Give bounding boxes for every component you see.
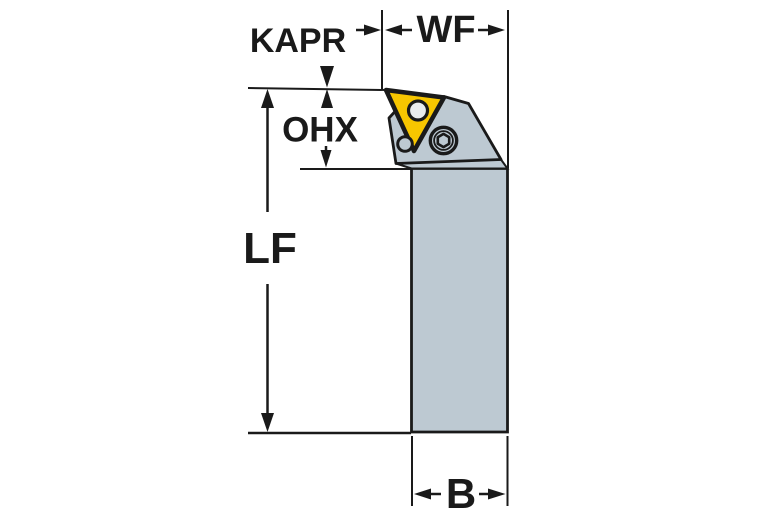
insert-hole xyxy=(406,99,430,122)
kapr-angle-marker xyxy=(320,66,334,108)
wf-label: WF xyxy=(416,9,476,51)
lf-dimension-line xyxy=(261,89,274,432)
lf-top-arrow xyxy=(261,89,274,108)
kapr-label: KAPR xyxy=(249,22,347,60)
b-label: B xyxy=(445,470,477,517)
lf-bottom-arrow xyxy=(261,413,274,432)
clamp-screw-hex-socket-icon xyxy=(436,132,451,149)
ohx-dimension-arrow xyxy=(320,146,332,168)
tool-shank xyxy=(410,167,509,434)
b-dimension-arrows xyxy=(414,488,506,500)
tip-reference-line xyxy=(247,87,387,91)
lf-label: LF xyxy=(243,224,297,273)
clamp-screw-inner-ring xyxy=(433,130,454,151)
wf-dimension-arrows xyxy=(356,24,505,36)
clamp-pin-hole xyxy=(396,135,414,153)
ohx-label: OHX xyxy=(282,110,358,150)
clamp-screw xyxy=(428,125,459,156)
